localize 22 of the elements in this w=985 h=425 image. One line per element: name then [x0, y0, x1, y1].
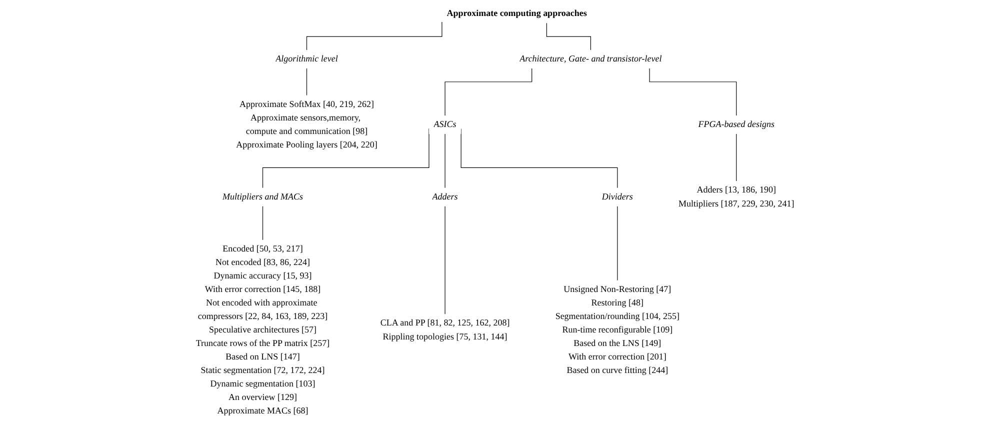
connector — [306, 22, 442, 50]
connector — [444, 206, 446, 314]
connector — [617, 206, 618, 281]
connector — [736, 134, 737, 182]
node-text: CLA and PP [81, 82, 125, 162, 208] Rippling topologies [75, 131, 144] — [380, 318, 510, 342]
connector — [444, 68, 532, 116]
connector — [306, 68, 308, 96]
node-text: Algorithmic level — [276, 54, 338, 64]
connector — [546, 22, 591, 50]
node-text: Encoded [50, 53, 217] Not encoded [83, 86, 224] Dynamic accuracy [15, 93] With error correction [145, 188] Not encoded with approximate compressors [22, 84, 163, 189, 223] Speculative architectures [57] Truncate rows of the PP matrix [257] Based on LNS [147] Static segmentation [72, 172, 224] Dynamic segmentation [103] An overview [129] Approximate MACs [68] — [196, 244, 330, 416]
node-text: Approximate computing approaches — [446, 9, 587, 19]
node-text: Adders [13, 186, 190] Multipliers [187, 229, 230, 241] — [678, 185, 794, 208]
node-text: Adders — [432, 192, 458, 202]
connector — [444, 134, 446, 188]
node-text: FPGA-based designs — [698, 120, 774, 130]
node-text: Unsigned Non-Restoring [47] Restoring [48] Segmentation/rounding [104, 255] Run-time reconfigurable [109] Based on the LNS [149] With error correction [201] Based on curve fitting [244] — [555, 284, 680, 376]
node-text: Multipliers and MACs — [222, 192, 304, 202]
connector — [649, 68, 737, 116]
node-text: Architecture, Gate- and transistor-level — [520, 54, 662, 64]
connector — [262, 206, 264, 240]
node-text: Approximate SoftMax [40, 219, 262] Approximate sensors,memory, compute and communication [98] Approximate Pooling layers [204, 220] — [236, 100, 378, 150]
node-text: Dividers — [602, 192, 633, 202]
